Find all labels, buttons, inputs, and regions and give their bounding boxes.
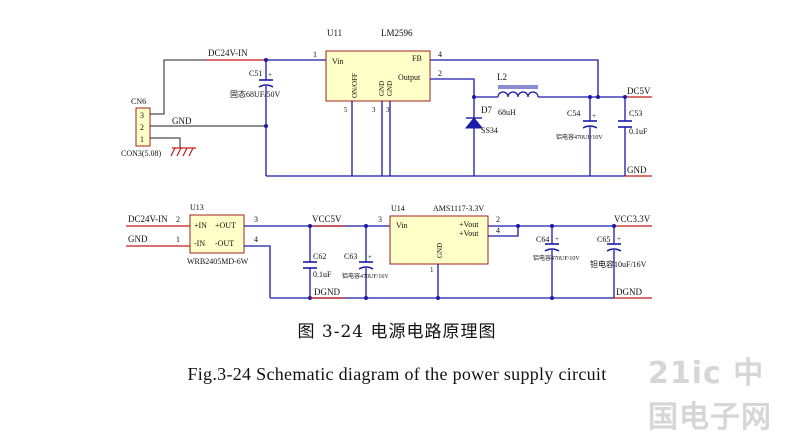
c64-ref: C64 [536, 235, 549, 244]
c54-value: 铝电容470UF/10V [556, 133, 603, 141]
cn6-pin-1: 1 [140, 135, 144, 144]
u13-pin-num-1: 1 [176, 235, 180, 244]
u11-pin-num-4: 4 [438, 50, 442, 59]
d7-value: SS34 [481, 126, 498, 135]
u14-pin-num-2: 2 [496, 215, 500, 224]
c64-capacitor [544, 243, 560, 252]
u14-ref: U14 [391, 204, 405, 213]
u13-pin-pin: +IN [194, 221, 207, 230]
u11-pin-num-5: 5 [344, 106, 348, 114]
net-label-dc24v-top: DC24V-IN [208, 48, 248, 58]
c54-ref: C54 [567, 109, 580, 118]
u14-pin-gnd: GND [436, 243, 444, 258]
wire-fb-feedback [430, 59, 599, 97]
c51-plus: + [268, 71, 272, 79]
u11-pin-num-3b: 3 [386, 106, 390, 114]
c64-value: 铝电容470UF/10V [533, 254, 580, 262]
c54-plus: + [592, 112, 596, 120]
d7-diode [464, 117, 484, 129]
c62-ref: C62 [313, 252, 326, 261]
l2-ref: L2 [497, 72, 507, 82]
c63-plus: + [368, 253, 372, 261]
c51-ref: C51 [249, 69, 262, 78]
u11-pin-onoff: ON/OFF [351, 73, 359, 98]
c65-value: 钽电容10uF/16V [590, 259, 647, 269]
c64-plus: + [555, 235, 559, 243]
net-label-vcc5v: VCC5V [312, 214, 342, 224]
u13-pin-nout: -OUT [215, 239, 234, 248]
power-supply-schematic: DC24V-IN U11 LM2596 Vin FB Output ON/OFF… [121, 28, 652, 300]
cn6-pin-3: 3 [140, 111, 144, 120]
net-label-gnd-right: GND [627, 165, 647, 175]
earth-ground-symbol [170, 147, 196, 157]
u14-pin-num-3: 3 [378, 215, 382, 224]
net-label-gnd-top: GND [172, 116, 192, 126]
u11-pin-fb: FB [412, 54, 422, 63]
u11-ref: U11 [327, 28, 342, 38]
u11-pin-num-1: 1 [313, 50, 317, 59]
cn6-value: CON3(5.08) [121, 149, 162, 158]
u11-pin-vin: Vin [332, 57, 344, 66]
u13-pin-nin: -IN [194, 239, 205, 248]
c54-capacitor [582, 120, 598, 129]
l2-value: 68uH [498, 108, 516, 117]
buck-converter-section: DC24V-IN U11 LM2596 Vin FB Output ON/OFF… [121, 28, 652, 177]
net-label-dc24v-bottom: DC24V-IN [128, 214, 168, 224]
cn6-pin-2: 2 [140, 123, 144, 132]
c51-capacitor [258, 79, 274, 88]
u13-pin-num-2: 2 [176, 215, 180, 224]
c51-value: 固态68UF/50V [230, 89, 280, 99]
u13-pin-num-3: 3 [254, 215, 258, 224]
figure-caption-chinese: 图 3-24 电源电路原理图 [297, 322, 497, 342]
wire-cn6-pin3 [150, 59, 206, 115]
wire-output [430, 78, 475, 97]
net-label-vcc33: VCC3.3V [614, 214, 651, 224]
c53-value: 0.1uF [629, 127, 648, 136]
net-label-dc5v: DC5V [627, 86, 651, 96]
cn6-connector-body [135, 107, 151, 147]
u14-part: AMS1117-3.3V [433, 204, 484, 213]
site-watermark: 21ic 中国电子网 [648, 356, 772, 435]
net-label-dgnd-right: DGND [616, 287, 642, 297]
c63-value: 铝电容470UF/16V [342, 272, 389, 280]
figure-caption-english: Fig.3-24 Schematic diagram of the power … [187, 364, 607, 384]
u14-pin-vin: Vin [396, 221, 408, 230]
u13-pin-num-4: 4 [254, 235, 258, 244]
u11-part: LM2596 [381, 28, 413, 38]
cn6-ref: CN6 [131, 97, 146, 106]
net-label-gnd-bottom: GND [128, 234, 148, 244]
c63-capacitor [358, 261, 374, 270]
wire-u11-gnd-pins [351, 101, 391, 176]
l2-inductor [497, 85, 539, 98]
u14-pin-vout1: +Vout [459, 220, 479, 229]
u13-dcdc-body [189, 214, 245, 254]
u11-pin-output: Output [398, 73, 421, 82]
c65-capacitor [606, 243, 622, 252]
u11-pin-gnd1: GND [378, 81, 386, 96]
net-label-dgnd-left: DGND [314, 287, 340, 297]
u11-pin-num-3a: 3 [372, 106, 376, 114]
u14-ams1117-body [389, 215, 489, 265]
u13-part: WRB2405MD-6W [187, 257, 249, 266]
c65-plus: + [617, 235, 621, 243]
u14-pin-vout2: +Vout [459, 229, 479, 238]
u11-lm2596-body [325, 50, 431, 102]
wire-nout [244, 245, 271, 298]
u14-pin-num-4: 4 [496, 226, 500, 235]
u11-pin-gnd2: GND [386, 81, 394, 96]
d7-ref: D7 [481, 105, 492, 115]
c53-ref: C53 [629, 109, 642, 118]
ldo-section: DC24V-IN GND U13 +IN -IN +OUT -OUT 2 1 3… [126, 203, 652, 300]
wire-cn6-pin1 [150, 137, 181, 148]
c63-ref: C63 [344, 252, 357, 261]
c62-value: 0.1uF [313, 270, 332, 279]
c53-capacitor [618, 120, 632, 128]
wire-vout2 [488, 226, 519, 237]
u13-ref: U13 [190, 203, 204, 212]
c62-capacitor [303, 261, 317, 269]
u14-pin-num-1: 1 [430, 266, 434, 274]
u13-pin-pout: +OUT [215, 221, 236, 230]
c65-ref: C65 [597, 235, 610, 244]
u11-pin-num-2: 2 [438, 69, 442, 78]
